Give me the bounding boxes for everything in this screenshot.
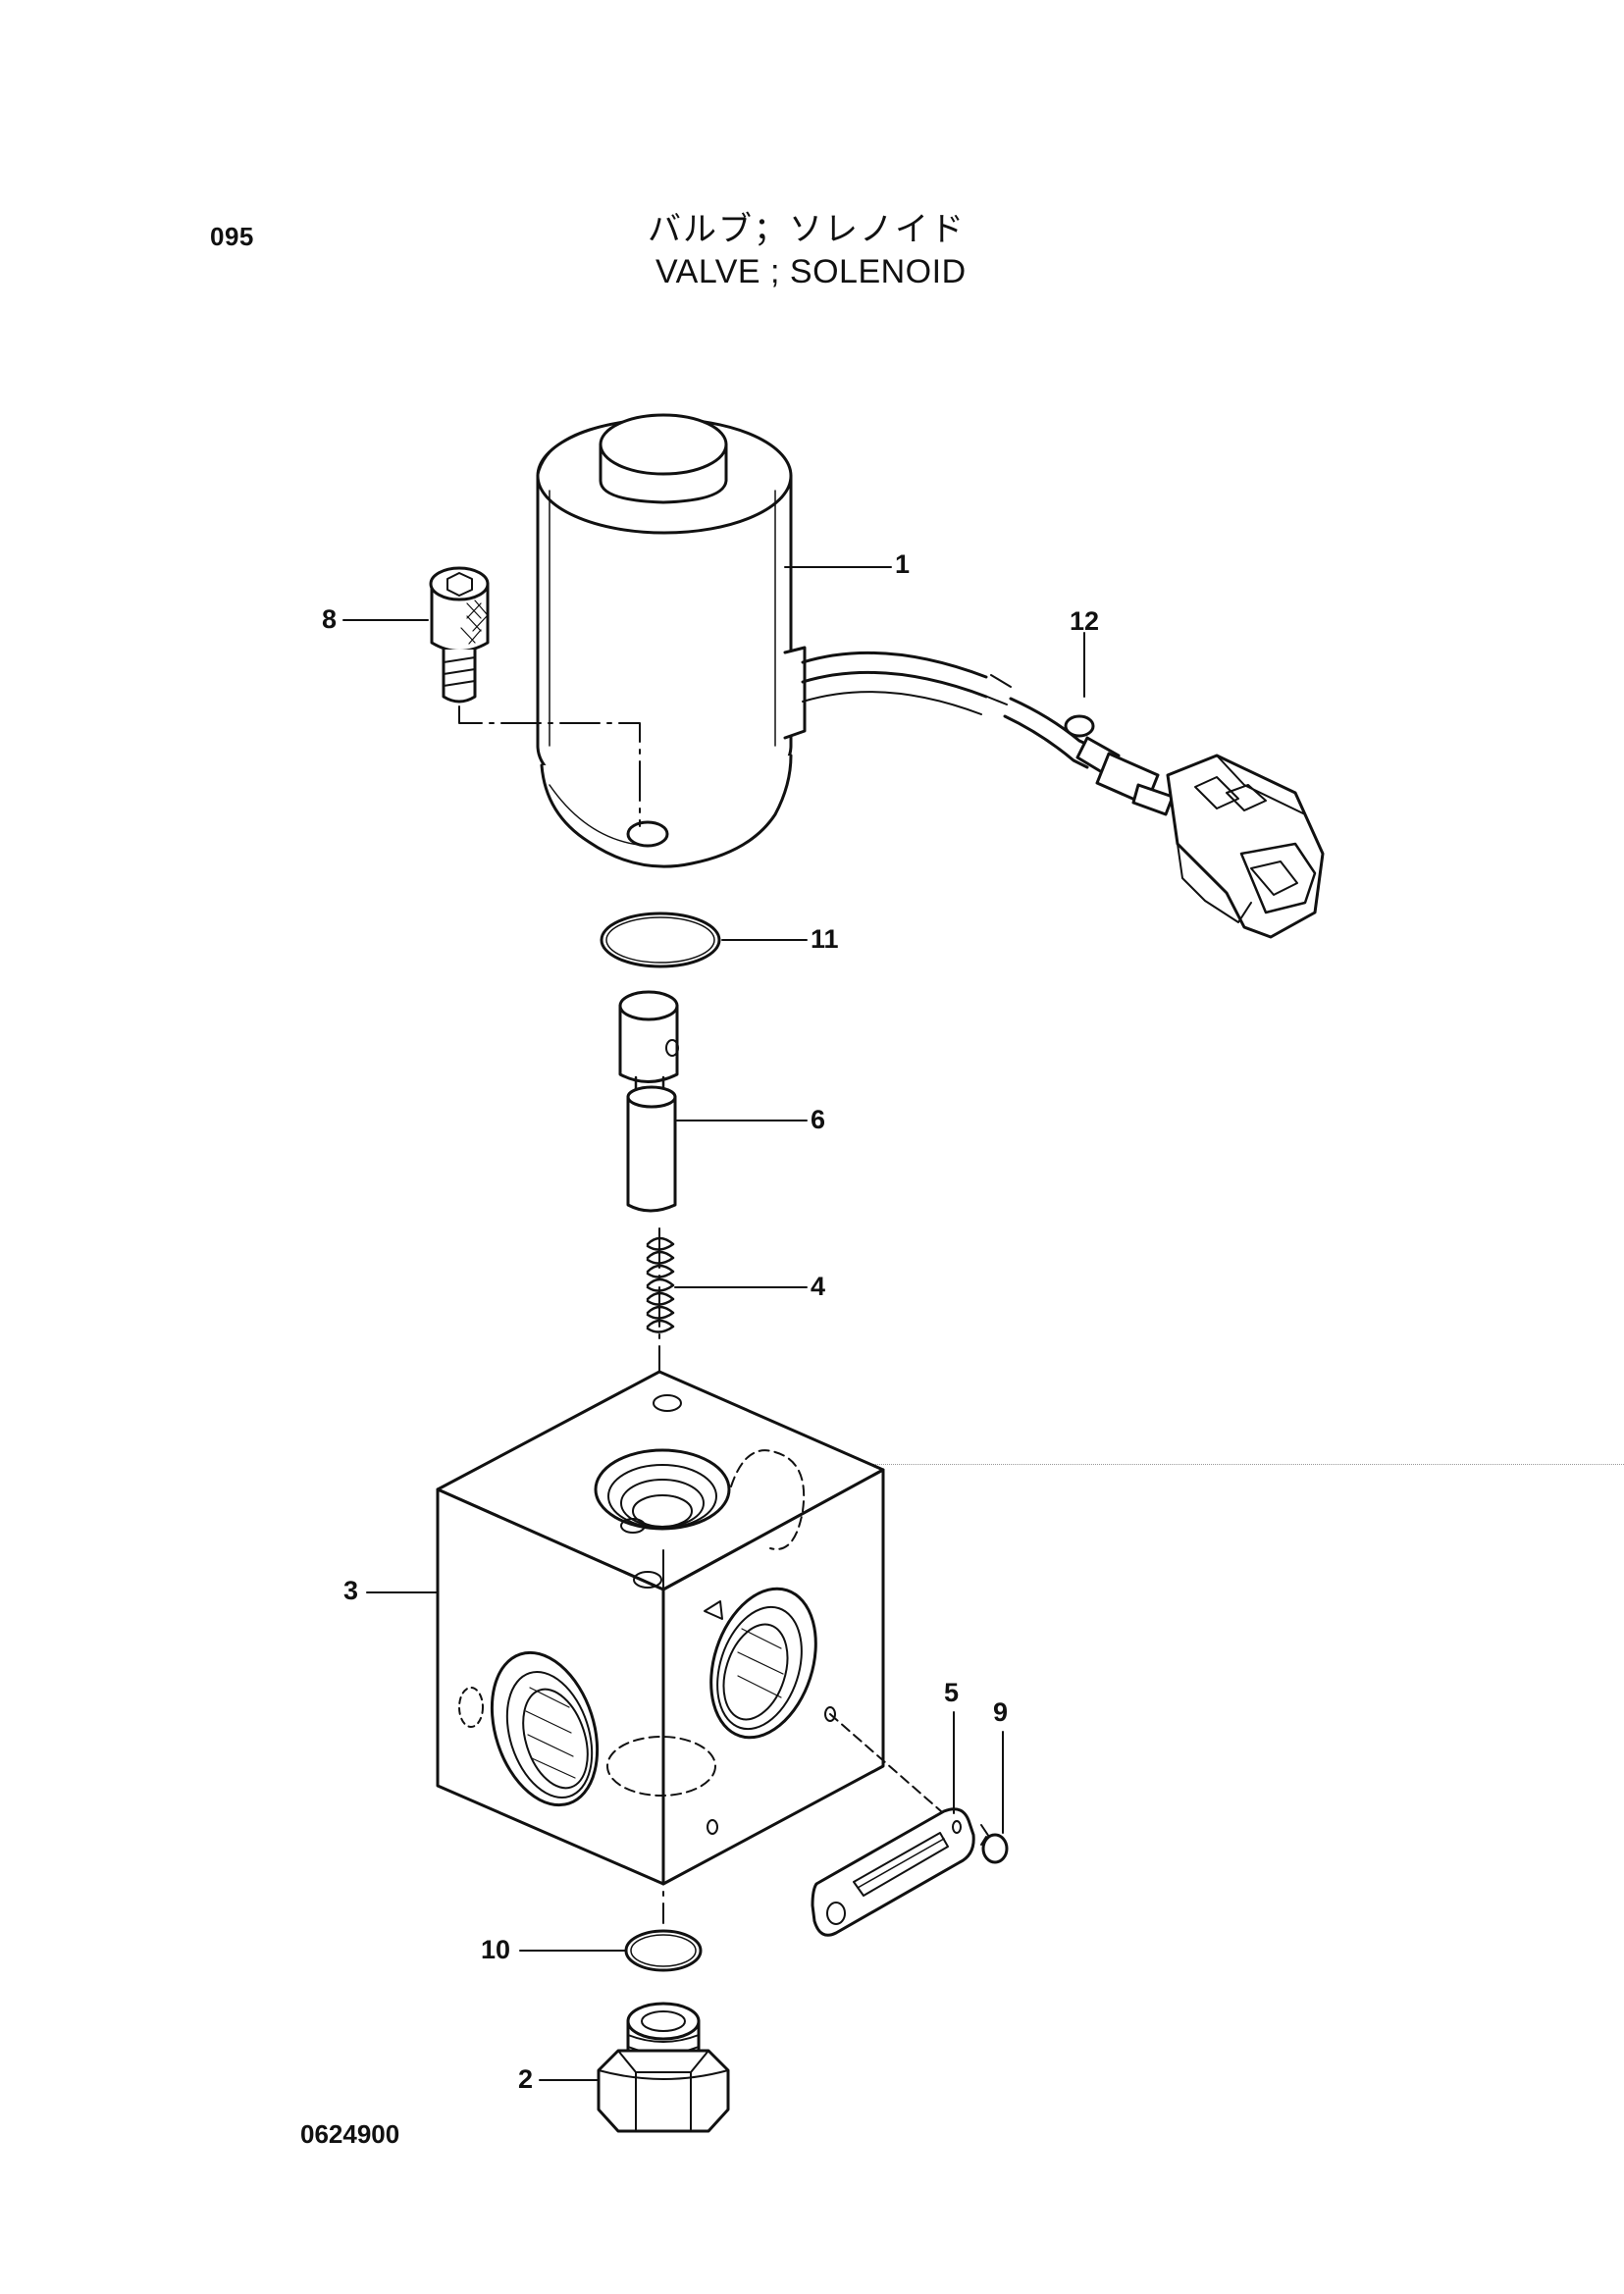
callout-1: 1 bbox=[895, 549, 911, 579]
spring-part-4 bbox=[646, 1227, 675, 1375]
bolt-centerline bbox=[458, 705, 641, 827]
solenoid-coil-part-1 bbox=[536, 413, 807, 868]
scan-artifact-line bbox=[864, 1464, 1624, 1465]
name-plate-part-6 bbox=[811, 1807, 975, 1937]
valve-body-part-3 bbox=[436, 1370, 885, 1924]
callout-8: 8 bbox=[322, 604, 338, 634]
callout-5: 6 bbox=[811, 1105, 826, 1134]
o-ring-part-11 bbox=[600, 912, 721, 968]
page-number: 095 bbox=[210, 222, 254, 251]
callout-10: 10 bbox=[481, 1935, 511, 1964]
callout-3: 3 bbox=[343, 1576, 359, 1605]
callout-11: 11 bbox=[811, 924, 839, 954]
screw-part-9 bbox=[980, 1824, 1009, 1864]
leader-lines bbox=[342, 566, 1085, 2081]
wire-harness-part-12 bbox=[801, 651, 1325, 939]
document-code: 0624900 bbox=[300, 2119, 400, 2149]
plate-centerline bbox=[829, 1713, 958, 1826]
callout-4: 4 bbox=[811, 1272, 826, 1301]
callout-2: 2 bbox=[518, 2064, 534, 2094]
callout-12: 12 bbox=[1070, 606, 1100, 636]
spool-part-5 bbox=[618, 990, 679, 1213]
callout-6: 5 bbox=[944, 1678, 960, 1707]
title-english: VALVE ; SOLENOID bbox=[655, 253, 967, 290]
o-ring-part-10 bbox=[624, 1929, 703, 1972]
plug-part-2 bbox=[597, 2002, 730, 2133]
socket-bolt-part-8 bbox=[429, 566, 490, 704]
title-japanese: バルブ；ソレノイド bbox=[648, 211, 966, 248]
callout-9: 9 bbox=[993, 1697, 1009, 1727]
